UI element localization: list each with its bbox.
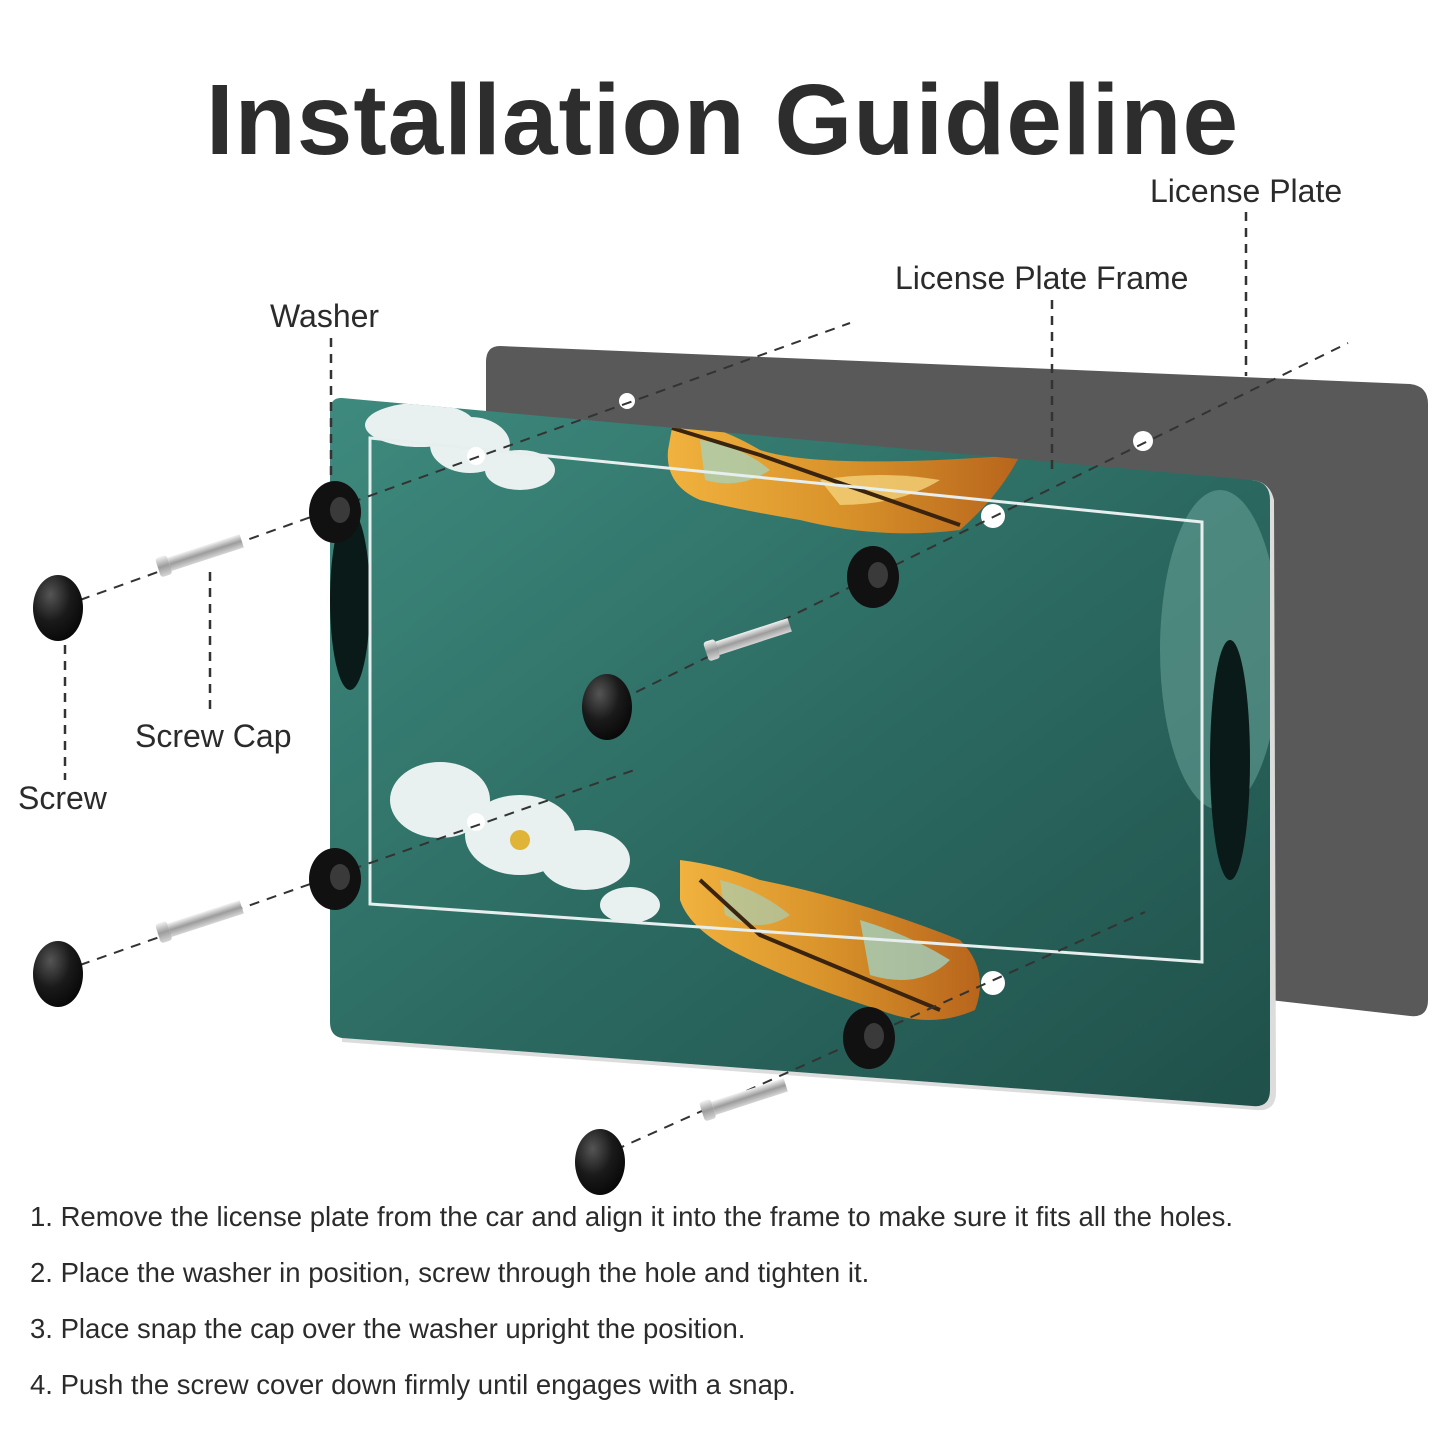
hardware-set-top-right — [582, 546, 899, 740]
page-title: Installation Guideline — [205, 64, 1240, 176]
screw-cap — [33, 575, 83, 641]
frame-hole — [467, 447, 485, 465]
leader-lines — [63, 212, 1248, 780]
instruction-step: 1. Remove the license plate from the car… — [30, 1201, 1233, 1232]
screw-cap — [582, 674, 632, 740]
label-license-plate-frame: License Plate Frame — [895, 260, 1189, 296]
screw — [703, 618, 792, 661]
screw-cap — [575, 1129, 625, 1195]
label-license-plate: License Plate — [1150, 173, 1343, 209]
label-washer: Washer — [270, 298, 380, 334]
hardware-set-bottom-left — [33, 848, 361, 1007]
washer — [309, 481, 361, 543]
screw-cap — [33, 941, 83, 1007]
screw — [155, 534, 244, 577]
license-plate-frame — [330, 397, 1270, 1107]
frame-edge — [342, 480, 1276, 1111]
hardware-set-top-left — [33, 481, 361, 641]
butterfly-top — [667, 424, 1020, 534]
hardware-set-bottom-right — [575, 1007, 895, 1195]
screw — [155, 900, 244, 943]
washer — [843, 1007, 895, 1069]
label-screw: Screw — [18, 780, 107, 816]
instruction-step: 4. Push the screw cover down firmly unti… — [30, 1369, 796, 1400]
plate-hole — [1133, 431, 1153, 451]
instruction-steps: 1. Remove the license plate from the car… — [30, 1203, 1233, 1427]
washer — [309, 848, 361, 910]
frame-hole — [467, 813, 485, 831]
label-screw-cap: Screw Cap — [135, 718, 292, 754]
instruction-step: 3. Place snap the cap over the washer up… — [30, 1313, 746, 1344]
plate-hole — [619, 393, 635, 409]
washer — [847, 546, 899, 608]
instruction-step: 2. Place the washer in position, screw t… — [30, 1257, 870, 1288]
screw — [699, 1078, 788, 1121]
butterfly-bottom — [680, 860, 980, 1020]
